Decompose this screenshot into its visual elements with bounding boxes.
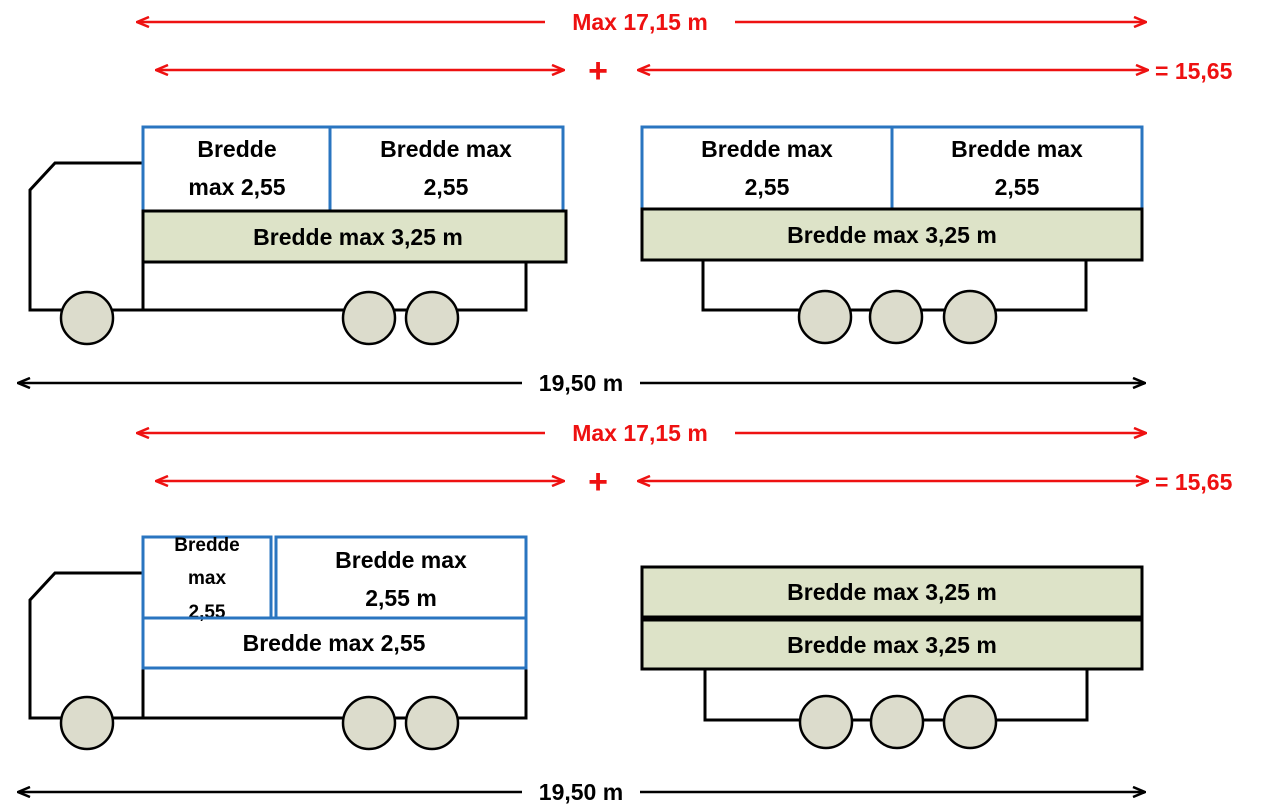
truck-front-wheel-bottom bbox=[59, 695, 115, 751]
truck: Bredde max 2,55 Bredde max 2,55 Bredde m… bbox=[28, 125, 568, 346]
truck-box-right-line2-bottom: 2,55 m bbox=[365, 585, 437, 611]
trailer-platform-top-label: Bredde max 3,25 m bbox=[787, 579, 997, 605]
trailer-bottom: Bredde max 3,25 m Bredde max 3,25 m bbox=[640, 565, 1144, 750]
truck-box-small-line1: Bredde bbox=[174, 535, 239, 556]
max-length-dimension: Max 17,15 m bbox=[137, 9, 1146, 35]
trailer-platform-label: Bredde max 3,25 m bbox=[787, 222, 997, 248]
truck-front-wheel bbox=[59, 290, 115, 346]
max-length-label-bottom: Max 17,15 m bbox=[572, 420, 708, 446]
trailer-wheel-3-bottom bbox=[942, 694, 998, 750]
trailer-wheel-2 bbox=[868, 289, 924, 345]
total-length-dimension-bottom: 19,50 m bbox=[18, 779, 1145, 805]
truck-platform-label: Bredde max 3,25 m bbox=[253, 224, 463, 250]
truck-chassis-bottom bbox=[141, 666, 528, 720]
total-length-label: 19,50 m bbox=[539, 370, 623, 396]
trailer-box-left-line1: Bredde max bbox=[701, 136, 833, 162]
top-section: Max 17,15 m + = 15,65 Bredde max 2,55 Br… bbox=[18, 9, 1233, 396]
trailer: Bredde max 2,55 Bredde max 2,55 Bredde m… bbox=[640, 125, 1144, 345]
truck-box-left bbox=[141, 125, 332, 213]
trailer-box-right bbox=[890, 125, 1144, 211]
truck-lower-box bbox=[141, 616, 528, 670]
truck-rear-wheel-1 bbox=[341, 290, 397, 346]
truck-box-right-bottom bbox=[274, 535, 528, 620]
trailer-platform-top bbox=[640, 565, 1144, 619]
sum-label: = 15,65 bbox=[1155, 58, 1233, 84]
truck-box-small-line2: max bbox=[188, 568, 226, 589]
truck-rear-wheel-2 bbox=[404, 290, 460, 346]
truck-box-left-line2: max 2,55 bbox=[188, 174, 285, 200]
trailer-wheel-2-bottom bbox=[869, 694, 925, 750]
trailer-platform-bottom bbox=[640, 618, 1144, 671]
total-length-label-bottom: 19,50 m bbox=[539, 779, 623, 805]
truck-chassis bbox=[141, 260, 528, 312]
truck-bottom: Bredde max 2,55 Bredde max 2,55 m Bredde… bbox=[28, 535, 528, 751]
truck-rear-wheel-2-bottom bbox=[404, 695, 460, 751]
truck-box-right-line1: Bredde max bbox=[380, 136, 512, 162]
truck-box-right-line1-bottom: Bredde max bbox=[335, 547, 467, 573]
max-length-label: Max 17,15 m bbox=[572, 9, 708, 35]
trailer-wheel-3 bbox=[942, 289, 998, 345]
sum-label-bottom: = 15,65 bbox=[1155, 469, 1233, 495]
trailer-box-right-line2: 2,55 bbox=[995, 174, 1040, 200]
max-length-dimension-bottom: Max 17,15 m bbox=[137, 420, 1146, 446]
truck-box-small bbox=[141, 535, 273, 620]
trailer-box-right-line1: Bredde max bbox=[951, 136, 1083, 162]
trailer-box-left-line2: 2,55 bbox=[745, 174, 790, 200]
truck-box-small-line3: 2,55 bbox=[189, 602, 226, 623]
truck-box-left-line1: Bredde bbox=[197, 136, 276, 162]
bottom-section: Max 17,15 m + = 15,65 Bredde max 2,55 Br… bbox=[18, 420, 1233, 805]
total-length-dimension: 19,50 m bbox=[18, 370, 1145, 396]
sum-dimension-bottom: + = 15,65 bbox=[156, 463, 1233, 501]
trailer-wheel-1 bbox=[797, 289, 853, 345]
sum-dimension: + = 15,65 bbox=[156, 52, 1233, 90]
trailer-platform-bottom-label: Bredde max 3,25 m bbox=[787, 632, 997, 658]
truck-platform bbox=[141, 209, 568, 264]
trailer-platform bbox=[640, 207, 1144, 262]
truck-rear-wheel-1-bottom bbox=[341, 695, 397, 751]
plus-sign: + bbox=[588, 52, 608, 90]
truck-box-right-line2: 2,55 bbox=[424, 174, 469, 200]
trailer-wheel-1-bottom bbox=[798, 694, 854, 750]
plus-sign-bottom: + bbox=[588, 463, 608, 501]
truck-cab bbox=[28, 161, 145, 312]
truck-lower-box-label: Bredde max 2,55 bbox=[243, 630, 426, 656]
